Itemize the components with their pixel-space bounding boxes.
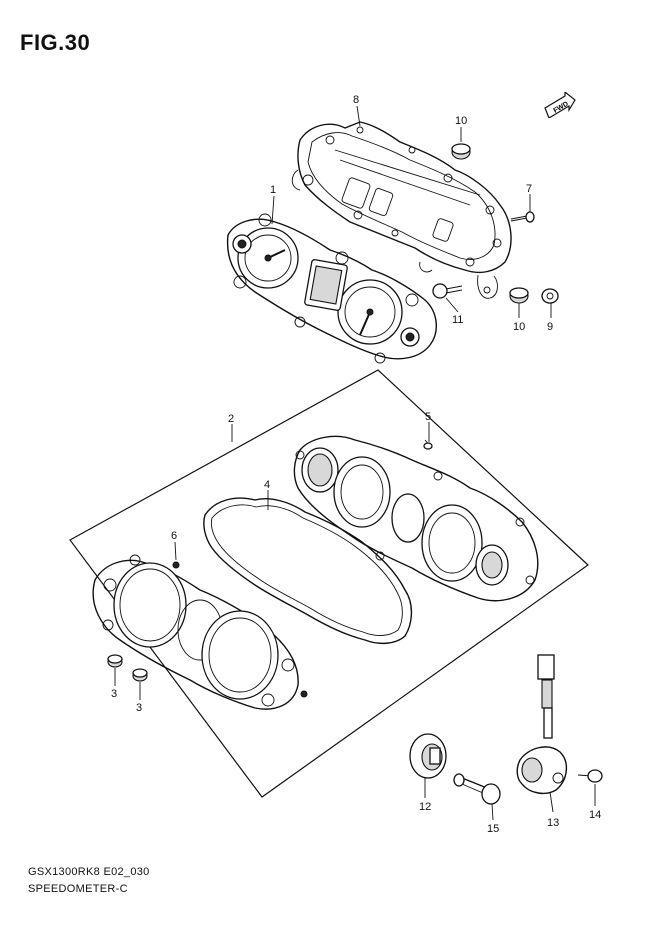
callout-4: 4 [264,479,270,491]
gasket-inner [210,504,403,636]
gasket-part [203,497,413,645]
callout-3b: 3 [136,702,142,714]
callout-14: 14 [589,809,601,821]
callout-12: 12 [419,801,431,813]
model-code: GSX1300RK8 E02_030 [28,866,150,878]
hardware-top [432,143,559,304]
meter-assembly-part [226,213,437,364]
lens-plate-part [92,554,308,710]
callout-11: 11 [452,314,463,326]
callout-8: 8 [353,94,359,106]
callout-10b: 10 [513,321,525,333]
callout-labels: 1 2 3 3 4 5 6 7 8 9 10 10 11 12 13 14 15 [111,94,601,835]
callout-10a: 10 [455,115,467,127]
callout-3a: 3 [111,688,117,700]
leader-lines [114,105,596,821]
callout-1: 1 [270,184,276,196]
assembly-2-outline [69,369,589,798]
callout-6: 6 [171,530,177,542]
figure-title: FIG.30 [20,30,91,55]
callout-13: 13 [547,817,559,829]
figure-caption: GSX1300RK8 E02_030 SPEEDOMETER-C [28,864,150,898]
callout-15: 15 [487,823,499,835]
callout-9: 9 [547,321,553,333]
callout-5: 5 [425,411,431,423]
fwd-arrow-icon: FWD [544,92,576,118]
callout-7: 7 [526,183,532,195]
section-name: SPEEDOMETER-C [28,883,128,895]
rear-case-part [291,121,512,299]
callout-2: 2 [228,413,234,425]
front-case-part [293,435,539,602]
grommets-part [107,654,148,682]
sensor-parts [409,654,603,805]
